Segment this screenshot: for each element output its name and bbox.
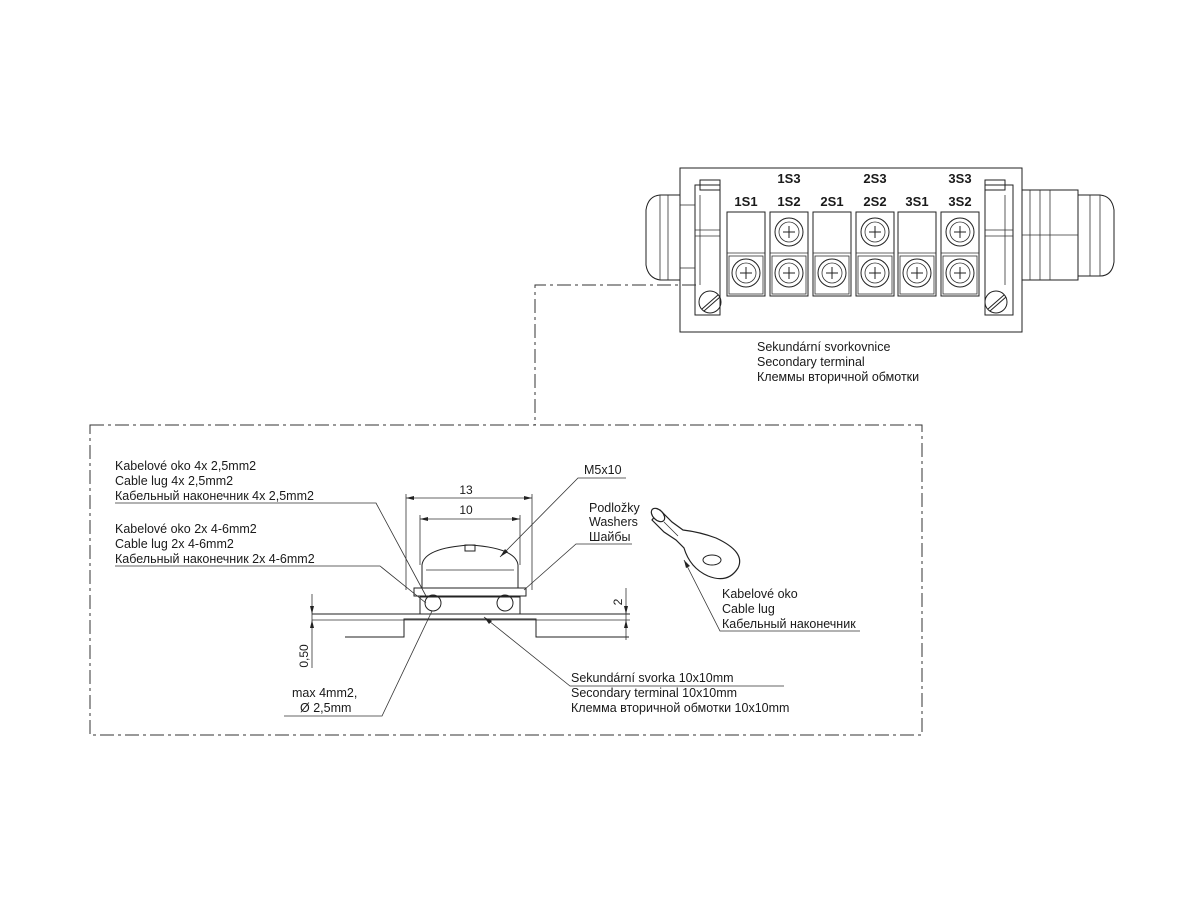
terminal-label-3s1: 3S1 [905, 194, 928, 209]
terminal-block [645, 167, 1115, 333]
terminal-line-cz: Sekundární svorka 10x10mm [571, 671, 734, 685]
lug-2x-line-en: Cable lug 2x 4-6mm2 [115, 537, 234, 551]
terminal-cell-1 [726, 211, 766, 297]
washers-line-en: Washers [589, 515, 638, 529]
lug-2x-line-ru: Кабельный наконечник 2x 4-6mm2 [115, 552, 315, 566]
terminal-line-en: Secondary terminal 10x10mm [571, 686, 737, 700]
terminal-cell-6 [940, 211, 980, 297]
terminal-line-ru: Клемма вторичной обмотки 10x10mm [571, 701, 789, 715]
dimension-2: 2 [611, 588, 628, 640]
dimension-050: 0,50 [297, 594, 314, 668]
terminal-label-3s2: 3S2 [948, 194, 971, 209]
terminal-label-2s1: 2S1 [820, 194, 843, 209]
terminal-label-1s1: 1S1 [734, 194, 757, 209]
terminal-label-1s3: 1S3 [777, 171, 800, 186]
wire-line-1: max 4mm2, [292, 686, 357, 700]
terminal-screw-bottom-5 [902, 258, 932, 288]
terminal-block-caption: Sekundární svorkovnice Secondary termina… [757, 340, 919, 384]
wire-line-2: Ø 2,5mm [300, 701, 351, 715]
terminal-screw-bottom-6 [945, 258, 975, 288]
terminal-cell-5 [897, 211, 937, 297]
callout-terminal: Sekundární svorka 10x10mm Secondary term… [483, 616, 789, 715]
terminal-cell-4 [855, 211, 895, 297]
lug-4x-line-ru: Кабельный наконечник 4x 2,5mm2 [115, 489, 314, 503]
cable-lug-line-ru: Кабельный наконечник [722, 617, 856, 631]
terminal-cell-2 [769, 211, 809, 297]
caption-line-cz: Sekundární svorkovnice [757, 340, 890, 354]
callout-cable-lug: Kabelové oko Cable lug Кабельный наконеч… [683, 559, 860, 632]
callout-wire: max 4mm2, Ø 2,5mm [284, 610, 433, 717]
screw-label: M5x10 [584, 463, 622, 477]
caption-line-en: Secondary terminal [757, 355, 865, 369]
dimension-050-value: 0,50 [297, 644, 311, 668]
washers-line-cz: Podložky [589, 501, 640, 515]
callout-lug-2x: Kabelové oko 2x 4-6mm2 Cable lug 2x 4-6m… [115, 522, 427, 604]
terminal-screw-top-2 [774, 217, 804, 247]
terminal-cross-section [312, 544, 630, 638]
terminal-cell-3 [812, 211, 852, 297]
dimension-10: 10 [419, 503, 521, 565]
callout-screw: M5x10 [499, 463, 626, 558]
detail-leader [534, 284, 696, 425]
terminal-screw-bottom-4 [860, 258, 890, 288]
terminal-screw-bottom-3 [817, 258, 847, 288]
terminal-screw-bottom-1 [731, 258, 761, 288]
terminal-label-2s2: 2S2 [863, 194, 886, 209]
terminal-screw-top-6 [945, 217, 975, 247]
terminal-screw-bottom-2 [774, 258, 804, 288]
cable-lug-line-cz: Kabelové oko [722, 587, 798, 601]
cable-lug-line-en: Cable lug [722, 602, 775, 616]
cable-lug-illustration [650, 507, 741, 580]
dimension-10-value: 10 [459, 503, 473, 517]
callout-lug-4x: Kabelové oko 4x 2,5mm2 Cable lug 4x 2,5m… [115, 459, 427, 597]
lug-4x-line-en: Cable lug 4x 2,5mm2 [115, 474, 233, 488]
washers-line-ru: Шайбы [589, 530, 631, 544]
lug-4x-line-cz: Kabelové oko 4x 2,5mm2 [115, 459, 256, 473]
terminal-screw-top-4 [860, 217, 890, 247]
detail-frame [89, 424, 923, 736]
terminal-label-1s2: 1S2 [777, 194, 800, 209]
caption-line-ru: Клеммы вторичной обмотки [757, 370, 919, 384]
dimension-2-value: 2 [611, 598, 625, 605]
dimension-13: 13 [405, 483, 533, 590]
terminal-label-3s3: 3S3 [948, 171, 971, 186]
terminal-label-2s3: 2S3 [863, 171, 886, 186]
callout-washers: Podložky Washers Шайбы [523, 501, 640, 591]
lug-2x-line-cz: Kabelové oko 2x 4-6mm2 [115, 522, 257, 536]
dimension-13-value: 13 [459, 483, 473, 497]
